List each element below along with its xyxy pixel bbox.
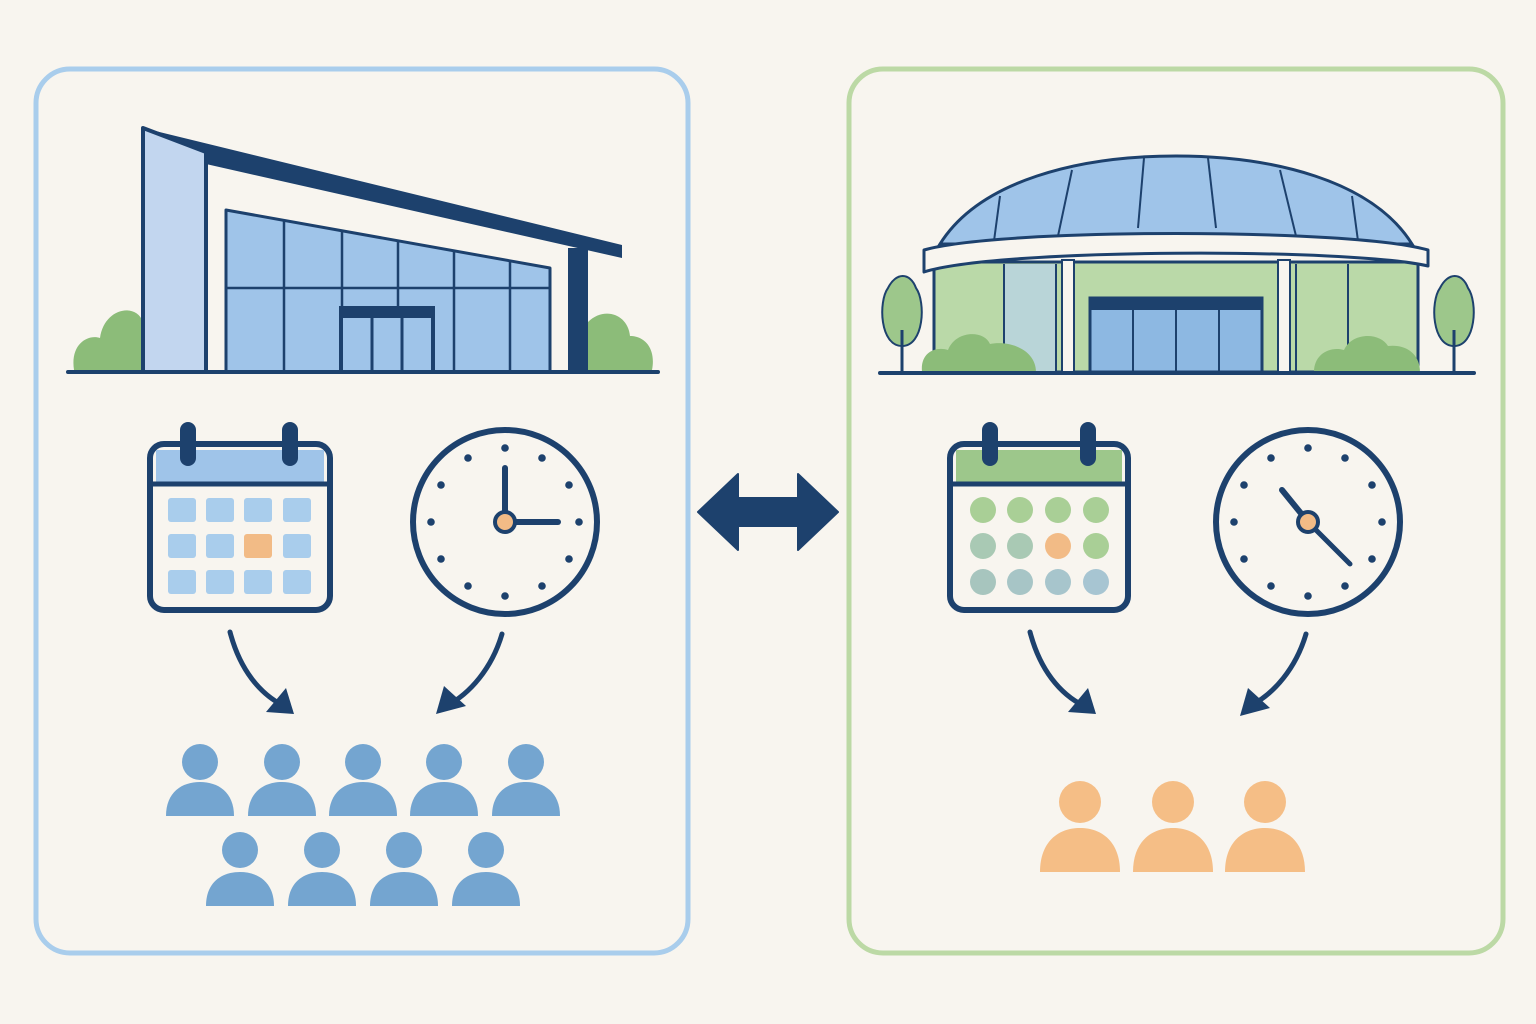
shrub-right	[588, 313, 653, 370]
person-icon	[1133, 781, 1213, 872]
modern-building-icon	[66, 126, 660, 374]
calendar-icon	[947, 422, 1131, 613]
person-icon	[329, 744, 397, 816]
tree-icon	[1433, 275, 1475, 372]
person-icon	[1040, 781, 1120, 872]
person-icon	[452, 832, 520, 906]
clock-icon	[410, 427, 600, 617]
shrub-right	[1314, 335, 1420, 372]
left-panel	[33, 66, 691, 956]
arena-building-icon	[878, 154, 1476, 375]
person-icon	[492, 744, 560, 816]
person-icon	[370, 832, 438, 906]
arrow-calendar-to-crowd	[227, 629, 294, 714]
person-icon	[410, 744, 478, 816]
left-panel-frame	[33, 66, 691, 956]
large-crowd	[166, 744, 560, 906]
person-icon	[166, 744, 234, 816]
person-icon	[206, 832, 274, 906]
calendar-highlight-day	[244, 534, 272, 558]
arrow-calendar-to-group	[1027, 629, 1096, 714]
person-icon	[288, 832, 356, 906]
arrow-clock-to-group	[1240, 631, 1309, 716]
calendar-highlight-day	[1045, 533, 1071, 559]
double-headed-arrow-icon	[697, 473, 839, 551]
shrub-left	[73, 310, 143, 370]
clock-icon	[1213, 427, 1403, 617]
tree-icon	[881, 275, 923, 372]
calendar-icon	[147, 422, 333, 613]
person-icon	[1225, 781, 1305, 872]
right-panel-frame	[846, 66, 1506, 956]
right-panel	[846, 66, 1506, 956]
small-group	[1040, 781, 1305, 872]
arrow-clock-to-crowd	[436, 631, 505, 714]
shrub-left	[921, 334, 1036, 372]
person-icon	[248, 744, 316, 816]
